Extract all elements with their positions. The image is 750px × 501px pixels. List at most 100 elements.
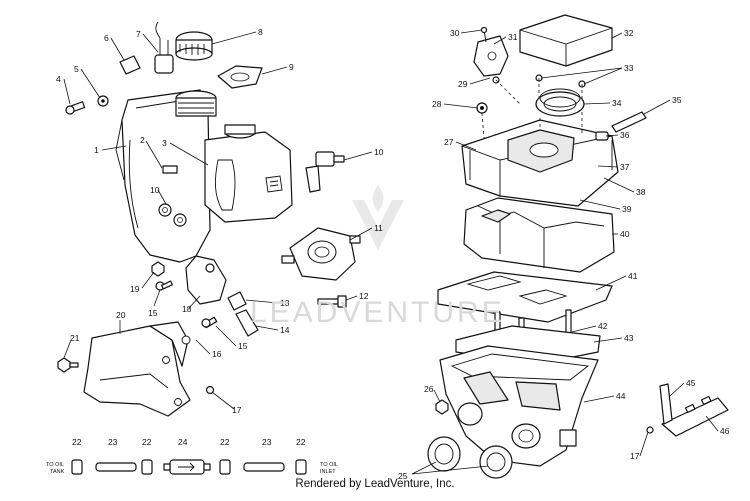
clip-17-right [646,426,654,434]
callout-30: 30 [450,28,460,38]
callout-4: 4 [56,74,61,84]
callout-15-lower: 15 [148,308,158,318]
callout-29: 29 [458,79,468,89]
callout-17-left: 17 [232,405,242,415]
bolt-12 [317,295,347,308]
bracket-45-46 [659,383,729,437]
washer-5 [97,95,109,107]
decal-35 [611,111,647,133]
callout-43: 43 [624,333,634,343]
callout-44: 44 [616,391,626,401]
airbox-housing [463,197,615,273]
callout-42: 42 [598,321,608,331]
rendered-by-credit: Rendered by LeadVenture, Inc. [295,478,455,490]
callout-39: 39 [622,204,632,214]
leader-lines [63,29,719,475]
grommets [158,203,187,227]
clamp-22-b [141,459,153,475]
callout-21: 21 [70,333,80,343]
oil-reservoir [204,124,293,223]
callout-11: 11 [374,223,383,233]
oil-pump [281,227,361,281]
level-sensor [154,21,174,74]
fitting-13 [227,291,247,311]
callout-15-right: 15 [238,341,248,351]
tank-lower-outlet [185,255,227,305]
callout-17-right: 17 [630,451,640,461]
callout-12: 12 [359,291,369,301]
callout-3: 3 [162,138,167,148]
callout-25: 25 [398,471,408,481]
callout-18: 18 [182,304,192,314]
clamp-22-c [219,459,231,475]
airbox-base [439,345,599,467]
callout-22-c: 22 [220,437,230,447]
hose-23-b [243,462,285,472]
callout-20: 20 [116,310,126,320]
label-tank: TANK [50,469,65,475]
callout-45: 45 [686,378,696,388]
callout-10-left: 10 [150,185,160,195]
screw-21 [57,357,79,373]
nut-19 [151,261,165,277]
callout-23-b: 23 [262,437,272,447]
callout-10-right: 10 [374,147,384,157]
callout-27: 27 [444,137,454,147]
clip-17-left [205,385,215,395]
callout-31: 31 [508,32,518,42]
callout-33: 33 [624,63,634,73]
callout-36: 36 [620,130,630,140]
callout-24: 24 [178,437,188,447]
callout-23-a: 23 [108,437,118,447]
callout-34: 34 [612,98,622,108]
callout-28: 28 [432,99,442,109]
callout-5: 5 [74,64,79,74]
callout-19: 19 [130,284,140,294]
callout-numbers: 1 2 3 4 5 6 7 8 9 10 10 11 12 13 14 15 1… [56,27,730,481]
callout-1: 1 [94,145,99,155]
callout-26: 26 [424,384,434,394]
callout-22-b: 22 [142,437,152,447]
intake-boots [427,436,513,479]
watermark-logo [352,185,404,250]
small-bracket [119,55,141,75]
reservoir-cap [175,31,213,61]
callout-46: 46 [720,426,730,436]
check-valve [305,151,345,193]
elbow-14 [235,309,259,337]
callout-7: 7 [136,29,141,39]
airbox-cover [461,112,619,207]
hose-end-labels: TO OIL TANK TO OIL INLET [46,462,338,475]
callout-35: 35 [672,95,682,105]
callout-2: 2 [140,135,145,145]
callout-41: 41 [628,271,638,281]
hose-row [71,459,307,475]
callout-16: 16 [212,349,222,359]
screw-15-right [201,316,218,329]
callout-6: 6 [104,33,109,43]
callout-13: 13 [280,298,290,308]
callout-37: 37 [620,162,630,172]
hose-23-a [95,462,137,472]
callout-32: 32 [624,28,634,38]
callout-22-d: 22 [296,437,306,447]
air-inlet-ring [535,88,585,117]
label-to-oil-left: TO OIL [46,462,64,468]
clamp-22-a [71,459,83,475]
callout-40: 40 [620,229,630,239]
screw-4 [65,101,86,115]
filter-foam [519,14,613,67]
callout-14: 14 [280,325,290,335]
screw-15-lower [155,280,173,291]
fastener-28 [476,102,488,139]
label-to-oil-right: TO OIL [320,462,338,468]
watermark-text: LEADVENTURE [250,296,505,329]
callout-9: 9 [289,62,294,72]
decal [162,165,178,174]
gasket [217,65,263,89]
clamp-22-d [295,459,307,475]
callout-8: 8 [258,27,263,37]
label-inlet: INLET [320,469,336,475]
